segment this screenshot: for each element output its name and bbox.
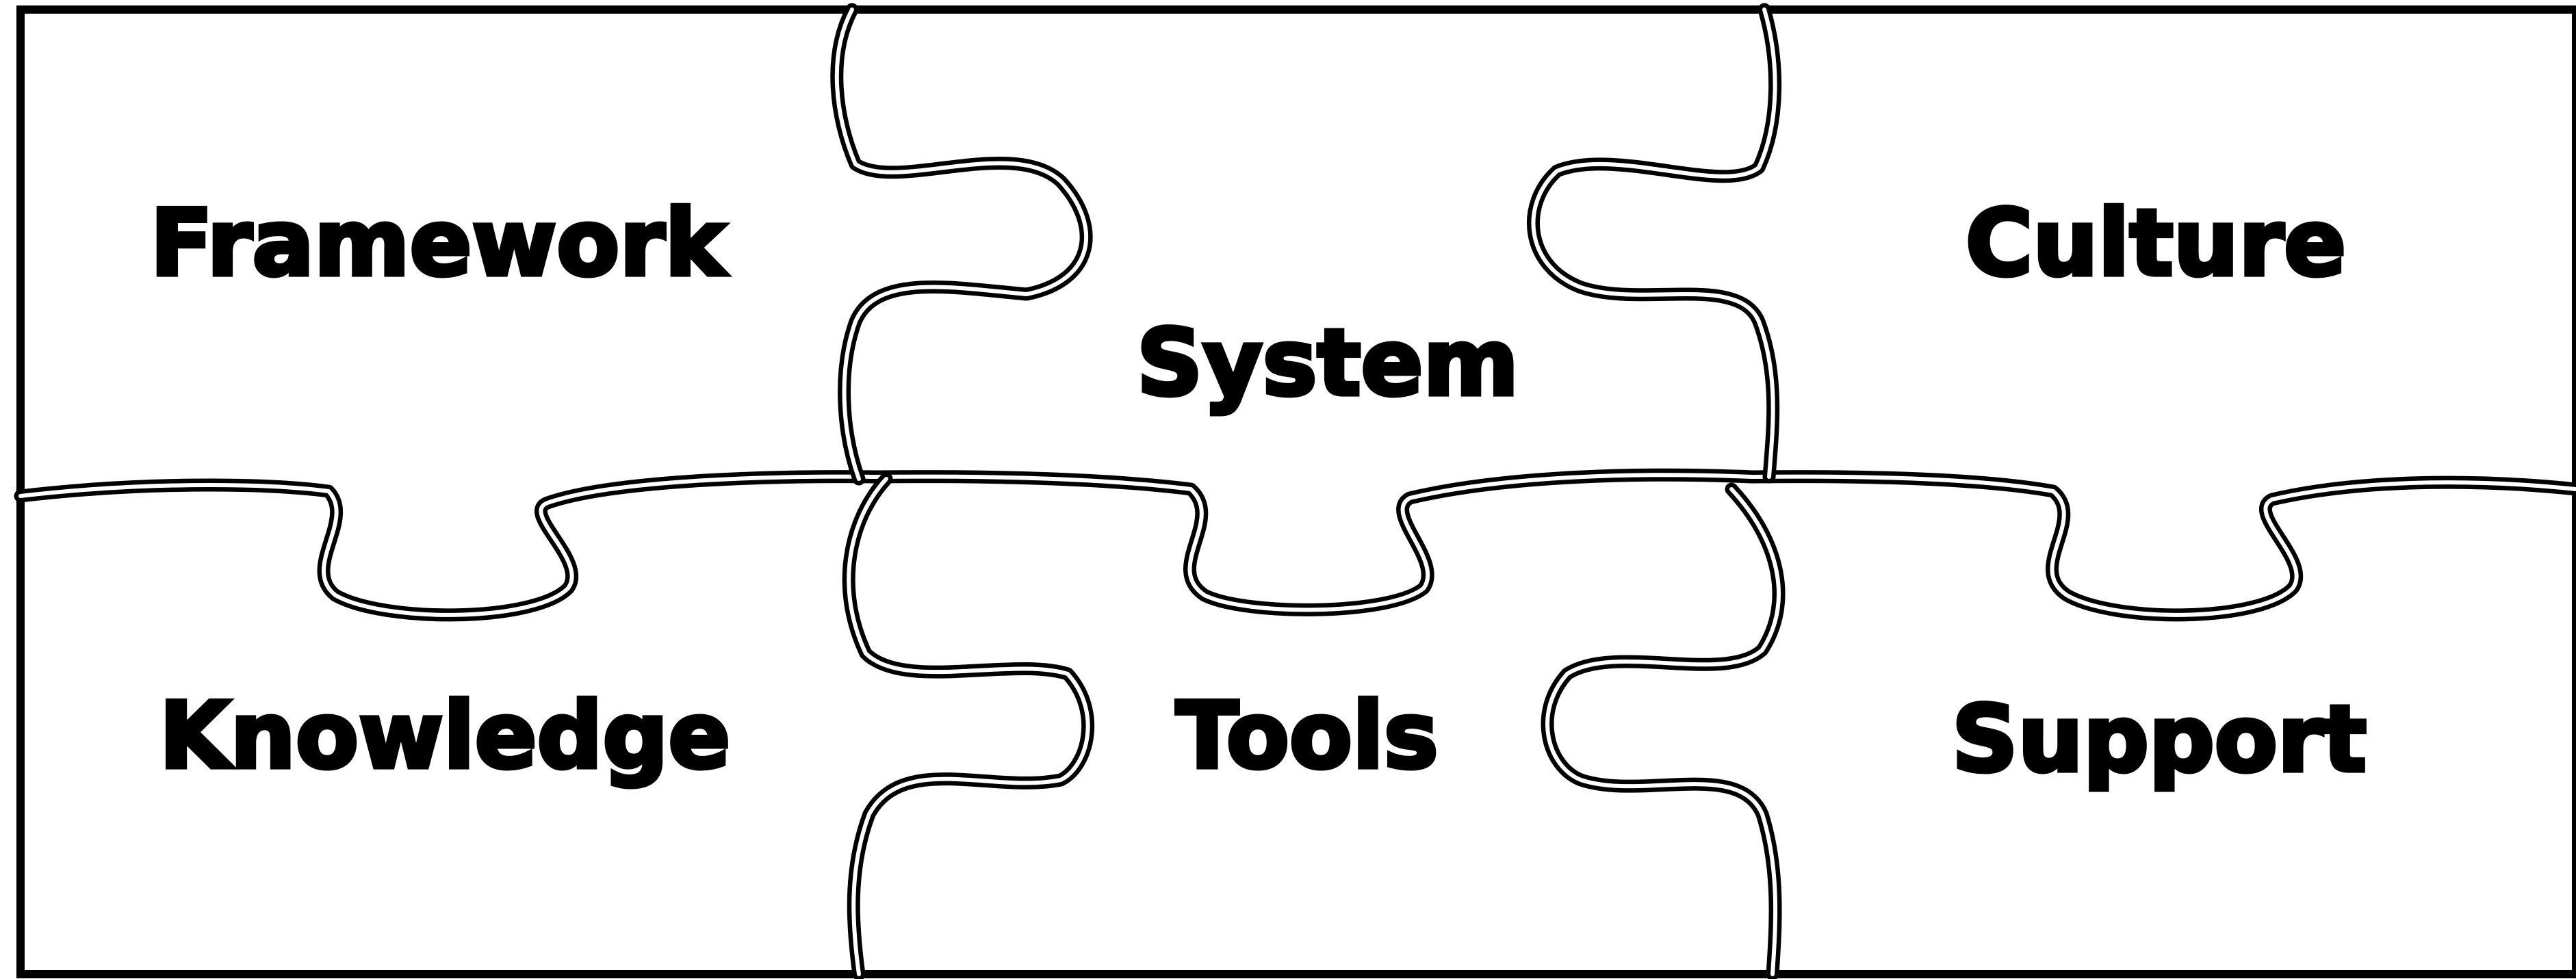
- piece-label-support: Support: [1952, 686, 2367, 793]
- piece-label-tools: Tools: [1176, 683, 1438, 789]
- horizontal-seam: [14, 468, 2576, 622]
- piece-label-framework: Framework: [150, 190, 727, 297]
- vertical-seam-right-top: [1527, 3, 1782, 484]
- vertical-seam-right-bottom: [1541, 482, 1786, 979]
- piece-label-culture: Culture: [1966, 190, 2346, 297]
- vertical-seam-left-bottom: [842, 472, 1095, 979]
- vertical-seam-left-top: [830, 3, 1093, 486]
- piece-label-system: System: [1137, 310, 1519, 417]
- piece-label-knowledge: Knowledge: [159, 683, 731, 789]
